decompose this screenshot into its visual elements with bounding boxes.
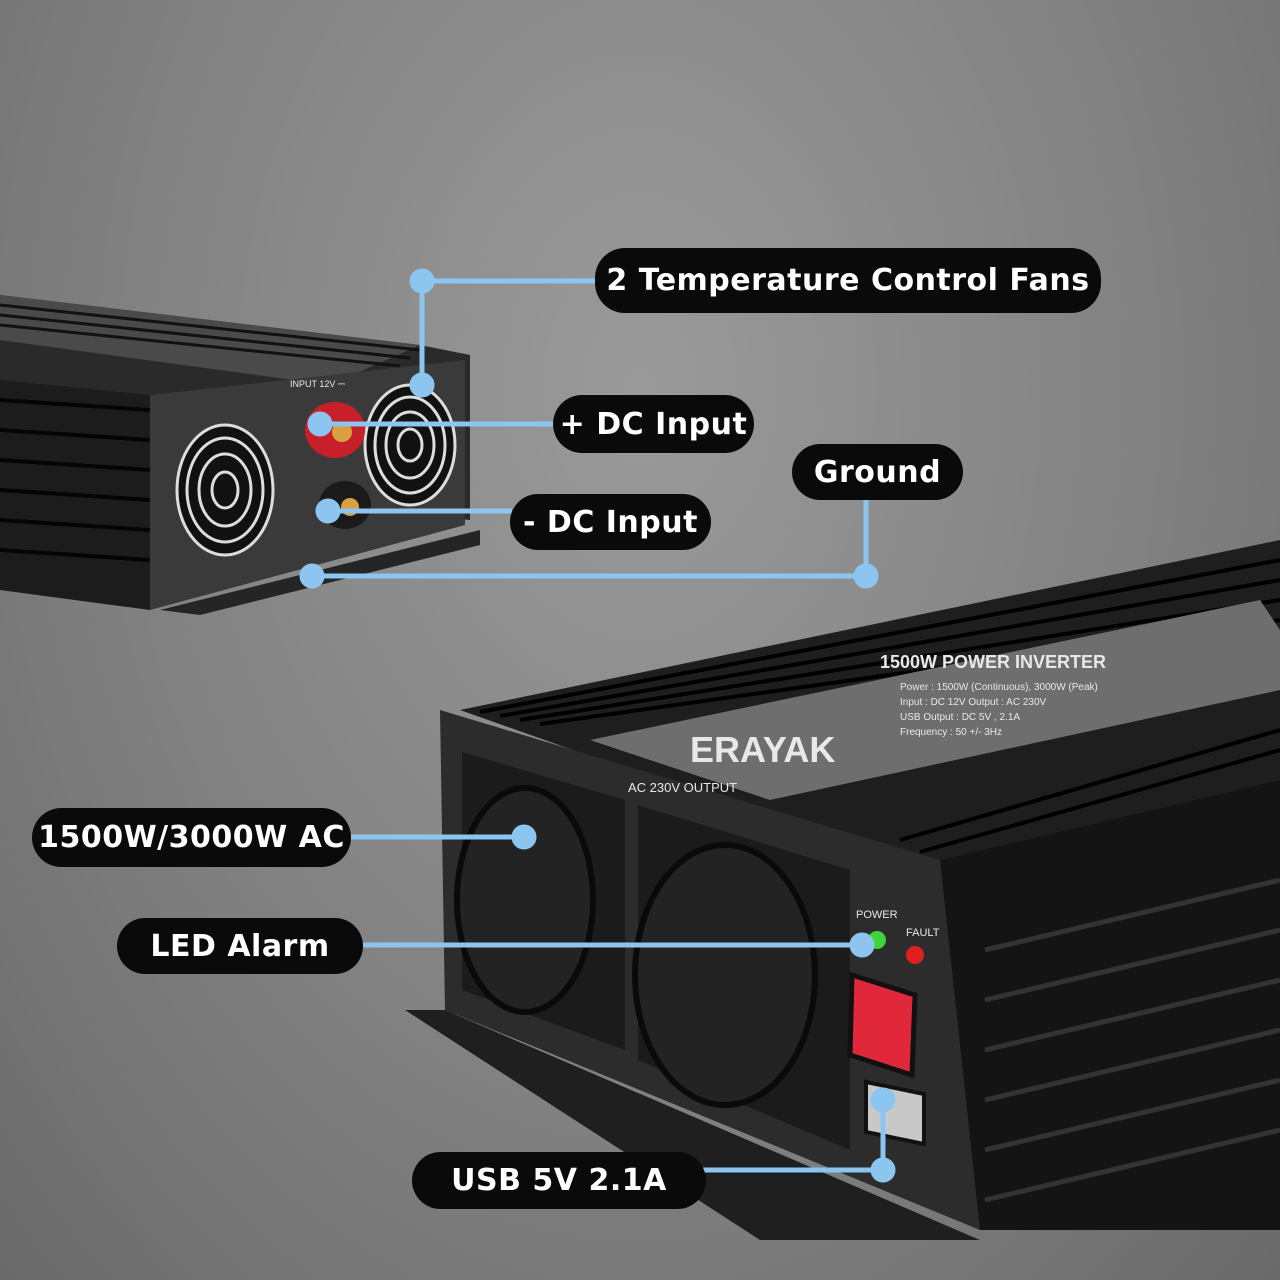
ac-socket-1 [454, 752, 625, 1050]
fan-left-icon [175, 423, 275, 557]
callout-lines [299, 268, 896, 1183]
fan-right-icon [363, 383, 457, 507]
callout-dc-minus: - DC Input [510, 494, 711, 550]
brand-logo: ERAYAK [690, 729, 835, 770]
model-title: 1500W POWER INVERTER [880, 652, 1106, 672]
inverter-rear-view: INPUT 12V ⎓ [0, 295, 480, 615]
spec-line-2: Input : DC 12V Output : AC 230V [900, 697, 1047, 708]
fault-led-label: FAULT [906, 927, 940, 939]
inverter-front-view: ERAYAK 1500W POWER INVERTER Power : 1500… [405, 540, 1280, 1240]
input-label: INPUT 12V ⎓ [290, 379, 345, 389]
spec-line-1: Power : 1500W (Continuous), 3000W (Peak) [900, 682, 1098, 693]
power-led-label: POWER [856, 909, 898, 921]
callout-dc-plus: + DC Input [553, 395, 754, 453]
fault-led-icon [906, 946, 924, 964]
callout-led-alarm: LED Alarm [117, 918, 363, 974]
power-switch[interactable] [847, 971, 918, 1079]
callout-usb: USB 5V 2.1A [412, 1152, 706, 1209]
callout-ac-output: 1500W/3000W AC [32, 808, 351, 867]
ac-socket-2 [632, 805, 850, 1150]
ac-output-label: AC 230V OUTPUT [628, 780, 737, 795]
callout-ground: Ground [792, 444, 963, 500]
callout-fans: 2 Temperature Control Fans [595, 248, 1101, 313]
spec-line-4: Frequency : 50 +/- 3Hz [900, 727, 1002, 738]
spec-line-3: USB Output : DC 5V , 2.1A [900, 712, 1020, 723]
